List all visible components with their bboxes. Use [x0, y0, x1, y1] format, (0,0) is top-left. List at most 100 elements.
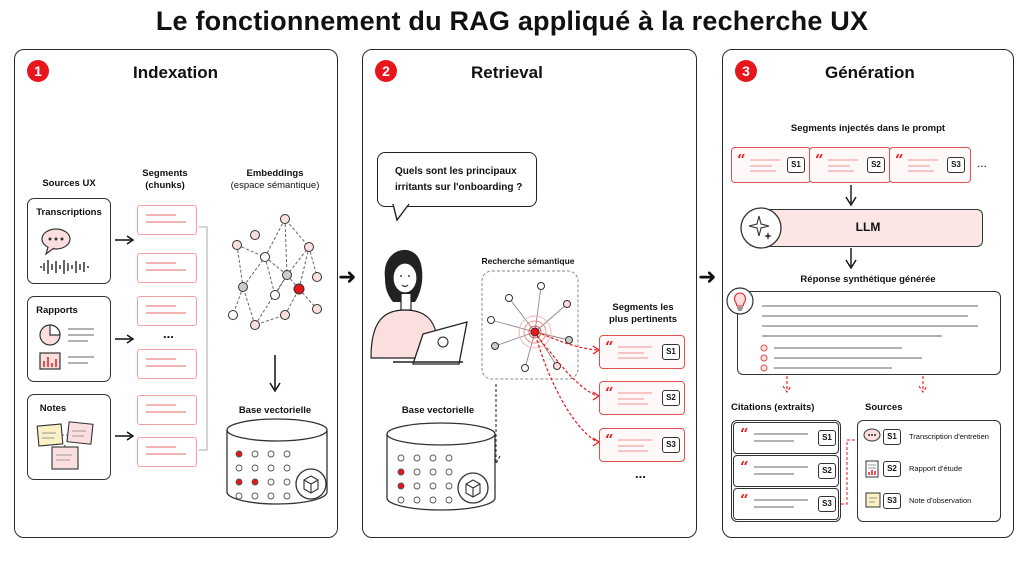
citations-label: Citations (extraits) [731, 402, 815, 413]
panel-title-retrieval: Retrieval [471, 63, 543, 82]
panel-title-indexation: Indexation [133, 63, 219, 82]
quote-icon: “ [740, 491, 749, 509]
arrow-1-to-2: ➜ [338, 264, 357, 289]
relevant-segments-label: Segments les plus pertinents [593, 302, 693, 326]
sources-panel [857, 420, 1001, 522]
quote-icon: “ [815, 151, 824, 169]
quote-icon: “ [605, 431, 614, 449]
panel-title-generation: Génération [825, 63, 915, 82]
response-text-lines [760, 305, 978, 372]
response-label: Réponse synthétique générée [800, 274, 936, 285]
source-name: Rapports [36, 305, 78, 316]
chunk [137, 349, 197, 379]
llm-box: LLM [753, 209, 983, 247]
segment-tag: S2 [867, 157, 885, 173]
segments-ellipsis: ... [635, 466, 646, 481]
vector-database-icon [226, 418, 328, 505]
user-with-laptop-illustration [370, 249, 468, 365]
step-number-3: 3 [735, 60, 757, 82]
citation-s2: “ S2 [733, 455, 839, 487]
source-name: Transcription d'entretien [909, 432, 989, 441]
relevance-arrows [536, 331, 601, 447]
source-tag: S3 [883, 493, 901, 509]
source-to-chunk-arrows [115, 235, 135, 441]
citation-source-link [841, 439, 857, 505]
vector-db-label-1: Base vectorielle [238, 405, 312, 416]
source-notes: Notes [27, 394, 111, 480]
source-name: Notes [39, 403, 67, 414]
source-name: Rapport d'étude [909, 464, 963, 473]
chunk [137, 395, 197, 425]
vector-database-icon [386, 422, 496, 511]
chunk-bracket [199, 226, 208, 451]
sticky-notes-icon [36, 421, 94, 470]
embeddings-label-line: (espace sémantique) [230, 180, 320, 191]
segments-label-line: (chunks) [145, 180, 185, 191]
segment-tag: S1 [787, 157, 805, 173]
segment-tag: S3 [947, 157, 965, 173]
relevant-segment-s3: “ S3 [599, 428, 685, 462]
citation-tag: S3 [818, 496, 836, 512]
sources-label-gen: Sources [865, 402, 903, 413]
arrow-2-to-3: ➜ [698, 264, 717, 289]
diagram-title: Le fonctionnement du RAG appliqué à la r… [155, 6, 869, 36]
step-number-2: 2 [375, 60, 397, 82]
quote-icon: “ [605, 338, 614, 356]
quote-icon: “ [605, 384, 614, 402]
llm-label: LLM [855, 220, 881, 234]
injected-segment-s2: “ S2 [809, 147, 891, 183]
injected-segment-s3: “ S3 [889, 147, 971, 183]
response-branch-arrows [782, 376, 928, 393]
segments-label-line: Segments [142, 168, 188, 179]
injected-ellipsis: ... [977, 156, 988, 170]
vector-db-label-2: Base vectorielle [401, 405, 475, 416]
chat-icon [863, 428, 881, 442]
down-arrow [845, 248, 857, 270]
embedding-graph [228, 214, 322, 330]
step-number-1: 1 [27, 60, 49, 82]
citation-s1: “ S1 [733, 422, 839, 454]
chunk [137, 253, 197, 283]
citation-s3: “ S3 [733, 488, 839, 520]
panel-indexation: 1 Indexation Sources UX Transcriptions R… [14, 49, 338, 538]
embeddings-label-line: Embeddings [246, 168, 304, 179]
relevant-label-line: plus pertinents [608, 314, 678, 325]
injected-segments-label: Segments injectés dans le prompt [790, 123, 946, 134]
quote-icon: “ [740, 425, 749, 443]
question-bubble: Quels sont les principaux irritants sur … [377, 152, 537, 207]
segment-tag: S1 [662, 344, 680, 360]
segments-label: Segments (chunks) [125, 168, 205, 192]
relevant-segment-s2: “ S2 [599, 381, 685, 415]
panel-generation: 3 Génération Segments injectés dans le p… [722, 49, 1014, 538]
chunk-ellipsis: ... [163, 326, 174, 341]
quote-icon: “ [895, 151, 904, 169]
chunk [137, 437, 197, 467]
report-icon [865, 460, 879, 478]
chunk [137, 296, 197, 326]
injected-segment-s1: “ S1 [731, 147, 811, 183]
citation-tag: S2 [818, 463, 836, 479]
lightbulb-icon [726, 287, 754, 315]
quote-icon: “ [737, 151, 746, 169]
question-line: Quels sont les principaux [395, 166, 517, 177]
report-chart-icon [39, 324, 94, 370]
sources-label: Sources UX [42, 178, 96, 189]
source-tag: S1 [883, 429, 901, 445]
sparkle-icon [740, 207, 782, 249]
question-line: irritants sur l'onboarding ? [395, 182, 523, 193]
source-tag: S2 [883, 461, 901, 477]
source-name: Note d'observation [909, 496, 972, 505]
embeddings-label: Embeddings (espace sémantique) [220, 168, 330, 192]
panel-retrieval: 2 Retrieval Quels sont les principaux ir… [362, 49, 697, 538]
source-transcriptions: Transcriptions [27, 198, 111, 284]
segment-tag: S3 [662, 437, 680, 453]
chat-audio-icon [40, 228, 89, 274]
chunk [137, 205, 197, 235]
relevant-label-line: Segments les [612, 302, 674, 313]
relevant-segment-s1: “ S1 [599, 335, 685, 369]
citation-tag: S1 [818, 430, 836, 446]
source-name: Transcriptions [36, 207, 102, 218]
down-arrow [845, 185, 857, 207]
quote-icon: “ [740, 458, 749, 476]
source-rapports: Rapports [27, 296, 111, 382]
